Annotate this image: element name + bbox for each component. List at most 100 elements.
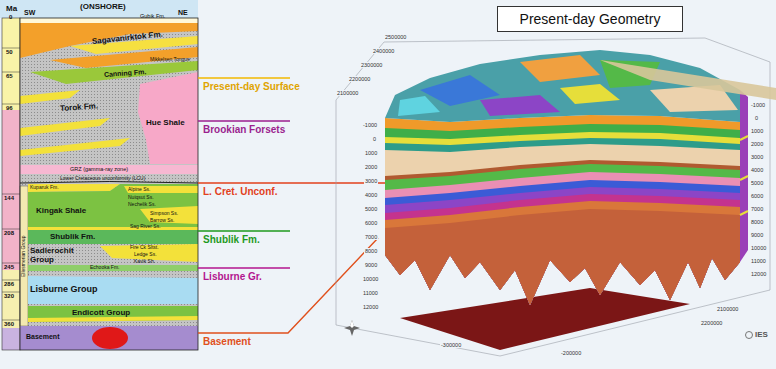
illustration-shape — [28, 230, 198, 244]
illustration-shape — [385, 194, 740, 305]
axis-tick: 2100000 — [336, 90, 359, 96]
formation-label: Ellesmerian Group — [21, 235, 27, 276]
axis-tick: 9000 — [364, 262, 378, 268]
illustration-shape — [198, 238, 378, 333]
age-label: 96 — [6, 105, 13, 112]
watermark: IES — [755, 330, 768, 339]
illustration-shape — [2, 270, 20, 328]
header-label: NE — [178, 9, 188, 17]
illustration-shape — [0, 0, 198, 18]
illustration-shape — [385, 172, 740, 305]
axis-tick: 0 — [372, 136, 377, 142]
axis-tick: 4000 — [364, 192, 378, 198]
formation-label: Barrow Ss. — [150, 218, 174, 224]
age-label: 0 — [9, 14, 12, 21]
model-3d — [336, 38, 776, 356]
axis-tick: 2000 — [750, 141, 764, 147]
illustration-shape — [20, 326, 198, 350]
horizon-label: Brookian Forsets — [203, 124, 285, 136]
illustration-shape — [385, 124, 740, 305]
illustration-shape — [20, 118, 110, 136]
illustration-shape — [746, 332, 753, 339]
age-label: 144 — [4, 195, 14, 202]
axis-tick: 12000 — [362, 304, 379, 310]
illustration-shape — [28, 265, 198, 271]
illustration-shape — [20, 90, 80, 104]
horizon-label: L. Cret. Unconf. — [203, 186, 277, 198]
axis-tick: 2000 — [364, 164, 378, 170]
illustration-shape — [20, 18, 198, 23]
axis-tick: 11000 — [362, 290, 379, 296]
formation-label: Kavik Sh. — [134, 259, 155, 265]
header-label: (ONSHORE) — [80, 2, 126, 11]
illustration-shape — [385, 164, 740, 305]
axis-tick: 8000 — [750, 219, 764, 225]
axis-tick: 1000 — [364, 150, 378, 156]
axis-tick: 7000 — [750, 206, 764, 212]
illustration-shape — [28, 184, 120, 192]
illustration-shape — [2, 110, 20, 270]
formation-label: Nuiqsut Ss. — [128, 195, 154, 201]
illustration-shape — [2, 18, 20, 110]
illustration-shape — [2, 18, 20, 350]
age-label: 65 — [6, 73, 13, 80]
axis-tick: 2400000 — [372, 48, 395, 54]
illustration-shape — [385, 180, 740, 305]
axis-tick: 7000 — [364, 234, 378, 240]
formation-label: Lisburne Group — [30, 284, 98, 294]
illustration-shape — [385, 187, 740, 305]
illustration-shape — [198, 182, 392, 183]
axis-tick: 0 — [754, 115, 759, 121]
axis-tick: 8000 — [364, 248, 378, 254]
axis-tick: 6000 — [364, 220, 378, 226]
illustration-shape — [20, 165, 198, 174]
axis-tick: 2300000 — [360, 62, 383, 68]
illustration-shape — [398, 96, 440, 116]
formation-label: Simpson Ss. — [150, 211, 178, 217]
illustration-shape — [138, 72, 198, 164]
formation-label: Sadlerochit Group — [30, 246, 82, 264]
formation-label: Kuparuk Fm. — [30, 185, 59, 191]
formation-label: GRZ (gamma-ray zone) — [70, 166, 128, 172]
formation-label: Endicott Group — [72, 308, 130, 317]
horizon-label: Present-day Surface — [203, 81, 300, 93]
illustration-shape — [20, 138, 130, 156]
age-label: 50 — [6, 49, 13, 56]
illustration-shape — [28, 184, 198, 228]
illustration-shape — [344, 320, 360, 336]
axis-tick: 5000 — [750, 180, 764, 186]
axis-tick: 2100000 — [716, 306, 739, 312]
illustration-shape — [385, 132, 740, 305]
illustration-shape — [198, 120, 290, 121]
illustration-shape — [198, 267, 290, 268]
illustration-shape — [385, 160, 740, 305]
illustration-shape — [600, 60, 776, 100]
axis-tick: -1000 — [362, 122, 378, 128]
axis-tick: 2200000 — [348, 76, 371, 82]
age-label: 286 — [4, 281, 14, 288]
axis-tick: 6000 — [750, 193, 764, 199]
illustration-shape — [740, 90, 748, 262]
axis-tick: 3000 — [364, 178, 378, 184]
illustration-shape — [20, 18, 198, 328]
formation-label: Hue Shale — [146, 118, 185, 127]
strat-column — [0, 0, 198, 350]
illustration-shape — [350, 320, 354, 328]
axis-tick: 12000 — [750, 271, 767, 277]
illustration-shape — [124, 186, 198, 193]
header-label: Ma — [6, 4, 17, 13]
formation-label: Shublik Fm. — [50, 232, 95, 241]
illustration-shape — [20, 18, 198, 350]
illustration-shape — [28, 306, 198, 322]
illustration-shape — [2, 48, 20, 320]
illustration-shape — [20, 182, 198, 184]
illustration-shape — [385, 209, 740, 305]
illustration-shape — [28, 276, 198, 304]
axis-tick: 1000 — [750, 128, 764, 134]
horizon-label: Lisburne Gr. — [203, 271, 262, 283]
illustration-shape — [385, 144, 740, 305]
formation-label: Nechelik Ss. — [128, 202, 156, 208]
illustration-shape — [198, 77, 290, 78]
formation-label: Echooka Fm. — [90, 265, 119, 271]
illustration-shape — [198, 230, 290, 231]
